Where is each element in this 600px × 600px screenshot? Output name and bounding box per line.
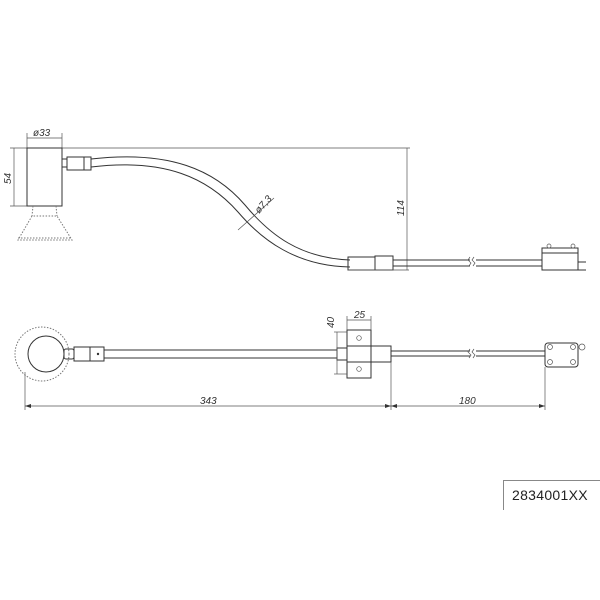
mounting-bracket	[336, 329, 392, 379]
part-number-box: 2834001XX	[503, 480, 600, 510]
base-connector-sleeve	[347, 256, 376, 271]
mount-height-label: 40	[326, 316, 337, 328]
screw-dot	[96, 352, 100, 356]
terminal-block-side	[541, 243, 586, 271]
head-connector-top	[73, 346, 105, 362]
bulb-outline	[17, 205, 73, 241]
mount-width-dimension: 25	[346, 310, 372, 330]
base-connector-cap	[374, 255, 394, 271]
side-cable	[393, 256, 542, 267]
cable-length-label: 180	[459, 396, 476, 407]
top-view: 25 40	[14, 310, 586, 410]
gooseneck-diameter-dimension: ø7,3	[237, 193, 275, 231]
total-height-label: 114	[396, 200, 407, 216]
arm-length-label: 343	[200, 396, 217, 407]
mount-width-label: 25	[353, 310, 366, 321]
terminal-block-top	[544, 342, 586, 368]
head-height-dimension: 54	[3, 147, 27, 207]
mount-height-dimension: 40	[326, 316, 347, 375]
lamp-head-top	[27, 335, 65, 373]
swivel-joint	[61, 158, 68, 168]
reflector-outline	[14, 326, 70, 382]
side-view: ø33 54 ø7,3	[3, 128, 586, 271]
head-diameter-dimension: ø33	[26, 128, 63, 150]
head-diameter-label: ø33	[33, 128, 51, 139]
length-dimensions: 343 180	[24, 362, 546, 410]
head-height-label: 54	[3, 172, 14, 184]
gooseneck-arm	[90, 156, 351, 268]
total-height-dimension: 114	[396, 148, 408, 270]
head-connector-sleeve	[66, 156, 92, 171]
top-cable	[391, 348, 545, 359]
part-number: 2834001XX	[512, 487, 588, 503]
lamp-head-body	[26, 147, 63, 207]
gooseneck-diameter-label: ø7,3	[253, 193, 275, 216]
